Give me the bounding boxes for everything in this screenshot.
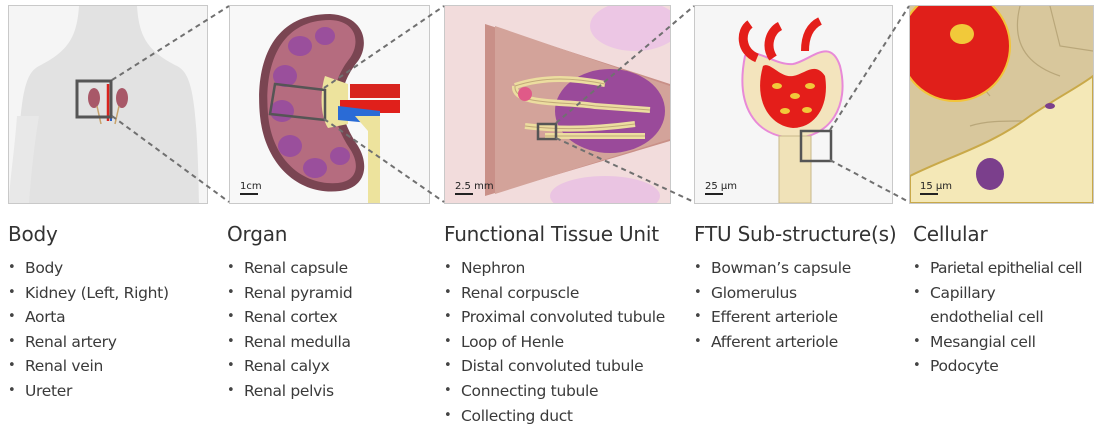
list-item: Afferent arteriole — [694, 330, 896, 355]
list-item: Bowman’s capsule — [694, 256, 896, 281]
list-item: Renal vein — [8, 354, 169, 379]
list-item: Renal cortex — [227, 305, 352, 330]
organ-column: Organ Renal capsule Renal pyramid Renal … — [227, 222, 352, 404]
cellular-panel: 15 µm — [909, 5, 1094, 204]
list-item: Nephron — [444, 256, 665, 281]
list-item: Renal capsule — [227, 256, 352, 281]
list-item: Efferent arteriole — [694, 305, 896, 330]
list-item: Aorta — [8, 305, 169, 330]
list-item: Distal convoluted tubule — [444, 354, 665, 379]
body-column: Body Body Kidney (Left, Right) Aorta Ren… — [8, 222, 169, 404]
list-item: Body — [8, 256, 169, 281]
list-item: Renal medulla — [227, 330, 352, 355]
body-panel — [8, 5, 208, 204]
list-item: Loop of Henle — [444, 330, 665, 355]
body-list: Body Kidney (Left, Right) Aorta Renal ar… — [8, 256, 169, 404]
list-item: Proximal convoluted tubule — [444, 305, 665, 330]
list-item: Renal calyx — [227, 354, 352, 379]
scale-bar-substructure: 25 µm — [705, 181, 737, 195]
substructure-list: Bowman’s capsule Glomerulus Efferent art… — [694, 256, 896, 354]
cellular-list: Parietal epithelial cell Capillary endot… — [913, 256, 1082, 379]
column-title: Body — [8, 222, 169, 246]
ftu-column: Functional Tissue Unit Nephron Renal cor… — [444, 222, 665, 428]
scale-bar-organ: 1cm — [240, 181, 262, 195]
cellular-column: Cellular Parietal epithelial cell Capill… — [913, 222, 1082, 379]
renal-corpuscle-illustration — [695, 6, 892, 203]
list-item: Kidney (Left, Right) — [8, 281, 169, 306]
list-item: Capillary — [913, 281, 1082, 306]
column-title: Cellular — [913, 222, 1082, 246]
list-item: Connecting tubule — [444, 379, 665, 404]
list-item: Ureter — [8, 379, 169, 404]
list-item: Mesangial cell — [913, 330, 1082, 355]
column-title: Organ — [227, 222, 352, 246]
column-title: Functional Tissue Unit — [444, 222, 665, 246]
organ-panel: 1cm — [229, 5, 430, 204]
ftu-list: Nephron Renal corpuscle Proximal convolu… — [444, 256, 665, 428]
cellular-illustration — [910, 6, 1093, 203]
list-item: Collecting duct — [444, 404, 665, 429]
substructure-column: FTU Sub-structure(s) Bowman’s capsule Gl… — [694, 222, 896, 354]
list-item: Renal pyramid — [227, 281, 352, 306]
left-kidney-icon — [88, 88, 100, 108]
list-item: Renal artery — [8, 330, 169, 355]
list-item: Podocyte — [913, 354, 1082, 379]
organ-list: Renal capsule Renal pyramid Renal cortex… — [227, 256, 352, 404]
list-item: Renal pelvis — [227, 379, 352, 404]
right-kidney-icon — [116, 88, 128, 108]
list-item: Renal corpuscle — [444, 281, 665, 306]
list-item: Parietal epithelial cell — [913, 256, 1082, 281]
column-title: FTU Sub-structure(s) — [694, 222, 896, 246]
ftu-panel: 2.5 mm — [444, 5, 671, 204]
nephron-illustration — [445, 6, 670, 203]
list-item: Glomerulus — [694, 281, 896, 306]
scale-bar-ftu: 2.5 mm — [455, 181, 494, 195]
scale-bar-cellular: 15 µm — [920, 181, 952, 195]
substructure-panel: 25 µm — [694, 5, 893, 204]
body-silhouette-illustration — [9, 6, 207, 203]
list-item-continuation: endothelial cell — [913, 305, 1082, 330]
kidney-cross-section-illustration — [230, 6, 429, 203]
